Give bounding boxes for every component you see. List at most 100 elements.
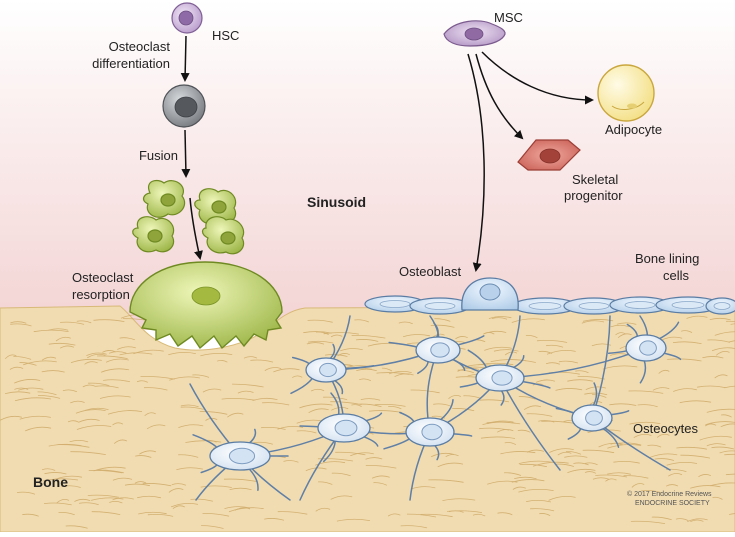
resorbing-osteoclast [129, 261, 283, 350]
bone-fiber [609, 403, 637, 406]
bone-fiber [142, 483, 172, 487]
bone-fiber [719, 450, 735, 454]
bone-fiber [41, 356, 57, 361]
bone-fiber [4, 391, 31, 394]
bone-fiber [504, 442, 516, 445]
bone-fiber [67, 420, 80, 423]
bone-fiber [455, 336, 468, 340]
bone-fiber [679, 400, 712, 404]
bone-fiber [84, 361, 98, 365]
bone-fiber [5, 354, 17, 359]
bone-fiber [633, 433, 652, 438]
bone-fiber [76, 425, 112, 430]
bone-fiber [335, 451, 366, 456]
bone-fiber [168, 488, 184, 493]
bone-fiber [410, 389, 440, 394]
bone-fiber [59, 345, 75, 349]
bone-fiber [697, 385, 726, 388]
bone-fiber [19, 415, 51, 420]
bone-fiber [452, 408, 475, 412]
arrow-hsc-to-precursor [180, 35, 190, 82]
bone-fiber [369, 410, 403, 413]
bone-fiber [681, 330, 693, 333]
bone-fiber [169, 376, 200, 381]
bone-fiber [202, 512, 230, 517]
osteoblast-cell [461, 277, 519, 311]
bone-fiber [667, 358, 702, 362]
bone-fiber [447, 510, 483, 513]
bone-fiber [565, 450, 582, 455]
bone-fiber [355, 339, 379, 342]
bone-fiber [264, 367, 282, 371]
bone-fiber [58, 511, 75, 516]
bone-fiber [139, 450, 157, 455]
bone-fiber [337, 353, 350, 357]
bone-fiber [480, 436, 516, 439]
bone-fiber [526, 500, 552, 503]
bone-fiber [336, 518, 370, 522]
bone-fiber [330, 401, 362, 405]
bone-fiber [18, 387, 44, 391]
osteocyte-cells [209, 334, 667, 471]
bone-fiber [706, 408, 735, 413]
osteocyte [475, 364, 525, 392]
bone-fiber [202, 388, 222, 393]
bone-fiber [273, 368, 300, 373]
bone-fiber [41, 370, 65, 373]
bone-fiber [172, 505, 185, 510]
bone-fiber [558, 360, 579, 364]
bone-fiber [668, 427, 686, 430]
bone-fiber [557, 451, 572, 456]
dendrite [601, 427, 620, 448]
bone-fiber [100, 368, 130, 373]
bone-fiber [296, 430, 317, 434]
bone-fiber [488, 316, 512, 319]
bone-fiber [613, 461, 640, 464]
bone-fiber [589, 401, 603, 405]
bone-lining-cell [409, 297, 471, 315]
bone-fiber [262, 402, 290, 406]
bone-fiber [356, 368, 377, 372]
bone-fiber [517, 429, 531, 433]
bone-fiber [647, 444, 662, 448]
bone-fiber [60, 321, 85, 325]
bone-fiber [699, 435, 732, 441]
bone-fiber [178, 454, 199, 458]
bone-fiber [518, 396, 536, 400]
bone-fiber [615, 332, 626, 336]
bone-fiber [497, 512, 513, 516]
bone-fiber [170, 502, 199, 508]
bone-fiber [61, 485, 81, 488]
arrow-msc-to-osteoblast [467, 53, 485, 272]
bone-fiber [84, 407, 109, 411]
bone-fiber [221, 397, 256, 401]
arrow-to-osteoclast [189, 197, 203, 260]
osteocyte [625, 334, 667, 362]
bone-fiber [234, 507, 251, 511]
bone-fiber [13, 356, 32, 360]
bone-fiber [315, 331, 329, 335]
bone-fiber [690, 519, 704, 523]
bone-fiber [584, 471, 597, 474]
osteocyte [317, 413, 371, 443]
hsc-cell [171, 2, 203, 34]
bone-fiber [306, 342, 325, 345]
bone-fiber [592, 477, 610, 480]
bone-fiber [117, 346, 136, 350]
bone-fiber [365, 465, 397, 469]
bone-fiber [317, 458, 353, 462]
label-hsc: HSC [212, 28, 239, 43]
label-bone: Bone [33, 474, 68, 490]
bone-fiber [705, 421, 735, 426]
bone-fiber [261, 426, 286, 430]
bone-fiber [124, 483, 150, 487]
label-bone-lining-cells-2: cells [663, 268, 690, 283]
bone-fiber [564, 455, 588, 458]
bone-fiber [532, 383, 544, 386]
bone-fiber [97, 355, 128, 359]
bone-fiber [109, 500, 123, 504]
bone-fiber [178, 424, 204, 428]
bone-fiber [726, 320, 735, 322]
dendrite [343, 364, 375, 370]
